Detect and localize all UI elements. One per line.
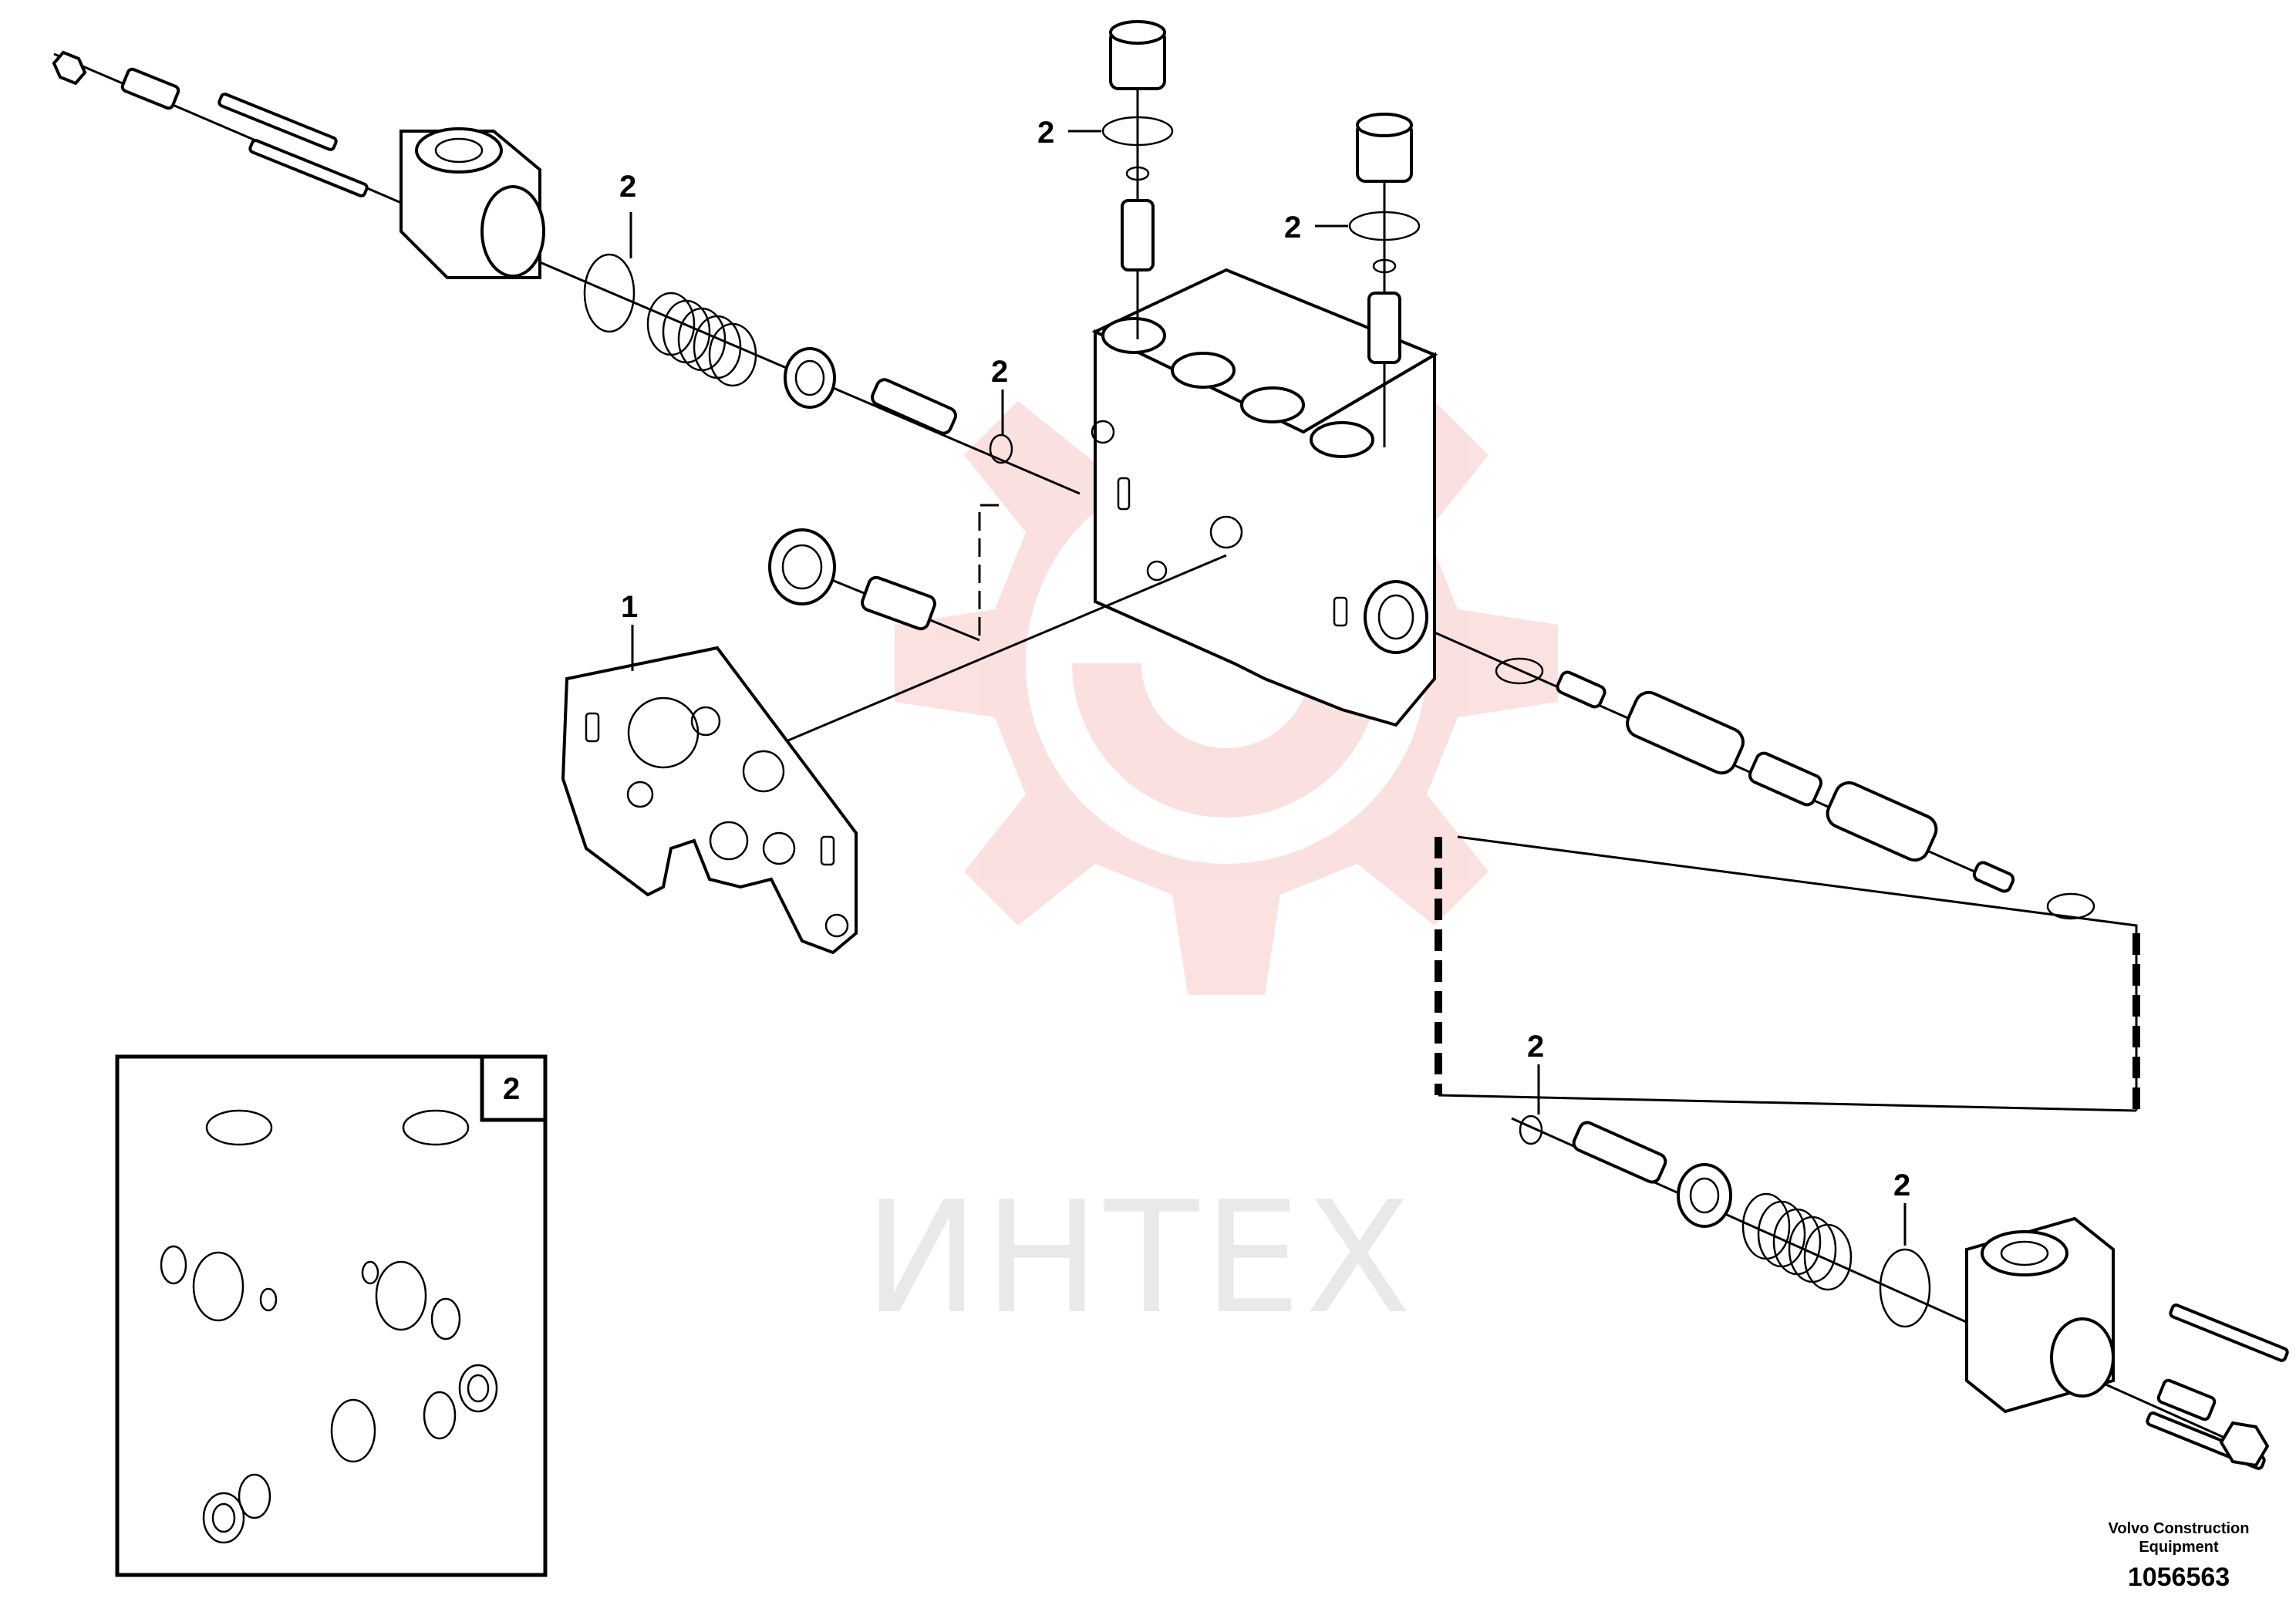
callout-label: 2 [1037, 116, 1054, 150]
callout-label: 2 [1527, 1030, 1544, 1064]
callout-oring-right-plug: 2 [1284, 211, 1348, 244]
kit-box-label: 2 [503, 1072, 520, 1106]
watermark-text: ИНТЕХ [864, 1168, 1416, 1348]
spring-upper-left [646, 292, 757, 387]
top-plug-assembly-b [1348, 113, 1421, 447]
callout-oring-upper-plug: 2 [1037, 116, 1101, 150]
kit-seals [160, 1109, 498, 1544]
callout-oring-top-left: 2 [619, 170, 636, 258]
callout-label: 2 [1284, 211, 1301, 244]
callout-oring-top-mid: 2 [991, 355, 1008, 436]
valve-section-body [1091, 268, 1438, 727]
callout-gasket: 1 [621, 590, 638, 671]
oring-upper-left [583, 253, 636, 333]
callout-oring-lower-right: 2 [1893, 1168, 1910, 1246]
check-valve-left [768, 504, 999, 642]
seal-kit-box: 2 [115, 1054, 548, 1577]
callout-label: 2 [1893, 1168, 1910, 1202]
upper-left-assembly [52, 50, 1081, 495]
callout-label: 2 [619, 170, 636, 204]
callout-label: 1 [621, 590, 638, 624]
callout-oring-lower-left: 2 [1527, 1030, 1544, 1114]
spring-lower-right [1741, 1192, 1853, 1291]
credit-line-1: Volvo Construction [2109, 1520, 2250, 1537]
credit-line-2: Equipment [2139, 1539, 2219, 1556]
lower-right-assembly [1511, 1114, 2289, 1470]
gasket-plate [561, 554, 1227, 955]
drawing-number: 1056563 [2128, 1563, 2230, 1592]
spool-assembly-right [1434, 631, 2140, 1112]
top-plug-assembly-a [1101, 20, 1174, 339]
credit-block: Volvo Construction Equipment 1056563 [2109, 1520, 2250, 1592]
callout-label: 2 [991, 355, 1008, 389]
